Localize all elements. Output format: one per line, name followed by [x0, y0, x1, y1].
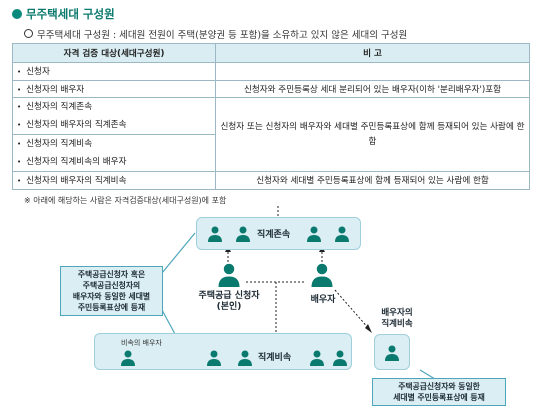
applicant-person-icon: [218, 263, 240, 287]
table-cell-line: 신청자의 직계비속: [17, 135, 211, 153]
table-cell-note: 신청자와 세대별 주민등록표상에 함께 등재되어 있는 사람에 한함: [215, 171, 530, 190]
ascendants-group: 직계존속: [196, 217, 361, 250]
person-icon: [310, 350, 324, 366]
callout-line: 주택공급신청자와 동일한: [398, 382, 480, 391]
ascendants-label: 직계존속: [257, 230, 291, 240]
table-header-row: 자격 검증 대상(세대구성원) 비 고: [12, 43, 530, 63]
table-row: 신청자의 직계비속 신청자의 직계비속의 배우자: [12, 134, 530, 172]
person-icon: [236, 226, 250, 242]
right-callout: 주택공급신청자와 동일한 세대별 주민등록표상에 등재: [372, 378, 506, 406]
person-icon: [207, 350, 221, 366]
spouse-person-icon: [311, 263, 333, 287]
descendant-spouse-label: 비속의 배우자: [121, 339, 162, 347]
person-icon: [307, 226, 321, 242]
person-icon: [333, 350, 347, 366]
spouse-descendants-group: [374, 334, 410, 370]
bullet-dot-icon: [12, 9, 22, 19]
table-cell-line: 신청자의 직계존속: [17, 98, 211, 116]
callout-line: 주민등록표상에 등재: [77, 303, 146, 312]
applicant-label-line: (본인): [216, 302, 242, 312]
table-cell-target: 신청자의 직계존속 신청자의 배우자의 직계존속: [12, 97, 216, 135]
table-row: 신청자의 배우자 신청자와 주민등록상 세대 분리되어 있는 배우자(이하 '분…: [12, 79, 530, 98]
label-line: 직계비속: [381, 319, 413, 329]
spouse-label: 배우자: [310, 295, 336, 305]
definition-text: 무주택세대 구성원 : 세대원 전원이 주택(분양권 등 포함)을 소유하고 있…: [37, 30, 408, 41]
person-icon: [121, 350, 135, 366]
table-header-target: 자격 검증 대상(세대구성원): [12, 43, 216, 63]
table-header-note: 비 고: [215, 43, 530, 63]
left-callout: 주택공급신청자 혹은 주택공급신청자의 배우자와 동일한 세대별 주민등록표상에…: [60, 266, 163, 316]
descendants-label: 직계비속: [258, 353, 292, 363]
descendants-group: 비속의 배우자 직계비속: [94, 333, 352, 370]
callout-line: 배우자와 동일한 세대별: [72, 292, 151, 301]
person-icon: [208, 226, 222, 242]
callout-line: 주택공급신청자 혹은: [77, 270, 146, 279]
table-row: 신청자의 배우자의 직계비속 신청자와 세대별 주민등록표상에 함께 등재되어 …: [12, 171, 530, 190]
person-icon: [335, 226, 349, 242]
callout-line: 주택공급신청자의: [82, 281, 141, 290]
circle-bullet-icon: [24, 29, 33, 38]
table-cell-target: 신청자의 직계비속 신청자의 직계비속의 배우자: [12, 134, 216, 172]
section-title: 무주택세대 구성원: [12, 6, 115, 22]
person-icon: [238, 350, 252, 366]
label-line: 배우자의: [381, 308, 413, 318]
eligibility-table: 자격 검증 대상(세대구성원) 비 고 신청자 신청자의 배우자 신청자와 주민…: [12, 43, 530, 190]
applicant-label: 주택공급 신청자 (본인): [192, 291, 266, 313]
callout-line: 세대별 주민등록표상에 등재: [393, 393, 485, 402]
table-cell-note: 신청자 또는 신청자의 배우자와 세대별 주민등록표상에 함께 등재되어 있는 …: [215, 97, 530, 172]
table-cell-line: 신청자의 직계비속의 배우자: [17, 153, 211, 171]
spouse-descendants-label: 배우자의 직계비속: [372, 308, 422, 330]
applicant-label-line: 주택공급 신청자: [198, 291, 260, 301]
note-text: ※ 아래에 해당하는 사람은 자격검증대상(세대구성원)에 포함: [24, 196, 227, 205]
section-title-text: 무주택세대 구성원: [26, 7, 115, 21]
table-row: 신청자의 직계존속 신청자의 배우자의 직계존속 신청자 또는 신청자의 배우자…: [12, 97, 530, 172]
person-icon: [385, 345, 399, 361]
definition-line: 무주택세대 구성원 : 세대원 전원이 주택(분양권 등 포함)을 소유하고 있…: [24, 27, 407, 41]
table-row: 신청자: [12, 62, 530, 81]
table-cell-line: 신청자의 배우자의 직계존속: [17, 116, 211, 134]
